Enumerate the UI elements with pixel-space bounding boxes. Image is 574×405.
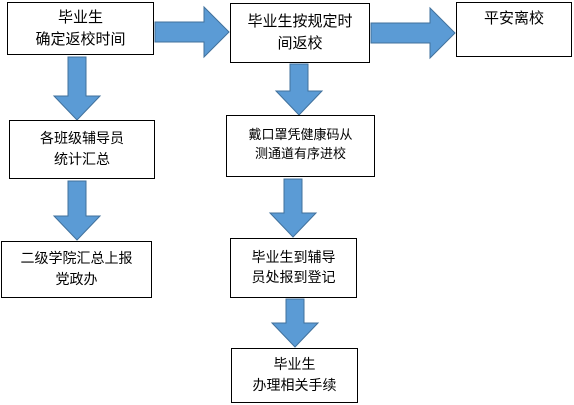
box-safe-leave-school: 平安离校 (456, 2, 572, 57)
box-graduate-confirm-line1: 毕业生 (57, 7, 103, 26)
box-graduate-confirm-return-time: 毕业生 确定返校时间 (7, 2, 154, 55)
box-counselor-statistics: 各班级辅导员 统计汇总 (9, 120, 155, 179)
box-report-to-counselor: 毕业生到辅导 员处报到登记 (230, 238, 357, 298)
box-graduate-confirm-line2: 确定返校时间 (35, 29, 126, 48)
box-formalities-line1: 毕业生 (273, 357, 316, 374)
box-graduate-return-line2: 间返校 (277, 34, 323, 52)
box-mask-health-code-entry: 戴口罩凭健康码从 测通道有序进校 (226, 115, 375, 177)
box-graduate-return-line1: 毕业生按规定时 (247, 12, 353, 31)
box-graduate-return-on-schedule: 毕业生按规定时 间返校 (230, 3, 370, 63)
box-report-register-line1: 毕业生到辅导 (251, 249, 336, 266)
box-college-summary-report: 二级学院汇总上报 党政办 (1, 241, 152, 298)
box-counselor-stats-line1: 各班级辅导员 (40, 131, 124, 148)
arrow-confirm-to-stats (52, 56, 102, 121)
arrow-register-to-formalities (270, 298, 320, 348)
arrow-stats-to-college (52, 180, 102, 241)
box-safe-leave-line1: 平安离校 (483, 9, 544, 27)
box-handle-formalities: 毕业生 办理相关手续 (231, 348, 358, 403)
box-college-report-line2: 党政办 (55, 271, 98, 288)
box-mask-code-line1: 戴口罩凭健康码从 (248, 128, 353, 144)
box-report-register-line2: 员处报到登记 (251, 270, 336, 286)
box-formalities-line2: 办理相关手续 (252, 377, 337, 394)
arrow-mask-to-register (268, 178, 318, 238)
box-mask-code-line2: 测通道有序进校 (254, 147, 346, 162)
box-counselor-stats-line2: 统计汇总 (54, 151, 110, 168)
box-college-report-line1: 二级学院汇总上报 (20, 251, 133, 268)
arrow-return-to-leave (370, 6, 456, 60)
arrow-return-to-mask (274, 63, 324, 116)
arrow-confirm-to-return (154, 5, 230, 59)
